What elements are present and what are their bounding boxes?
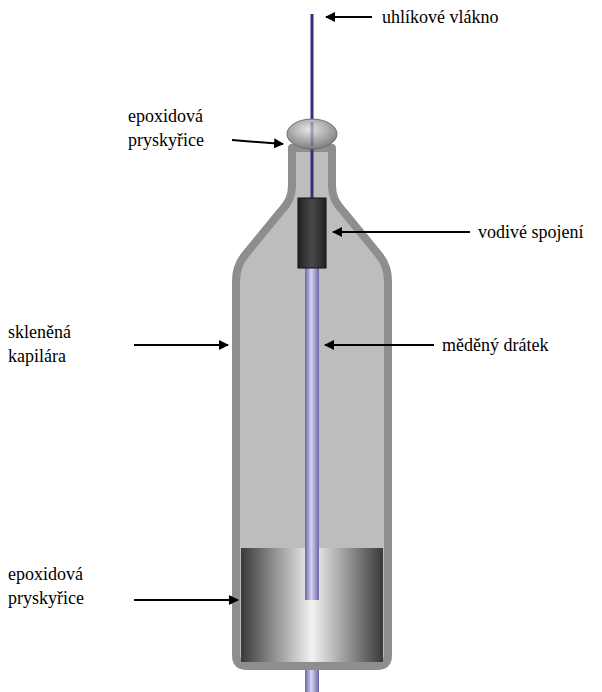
carbon-fiber: [311, 14, 314, 205]
leader-arrow: [333, 231, 470, 233]
part-label: skleněná kapilára: [8, 320, 128, 368]
part-label: epoxidová pryskyřice: [8, 562, 128, 610]
leader-arrow: [325, 344, 434, 346]
part-label: uhlíkové vlákno: [382, 5, 582, 29]
part-label: epoxidová pryskyřice: [128, 104, 228, 152]
fiber-through-bead: [311, 122, 314, 146]
leader-arrow: [326, 16, 372, 18]
conductive-joint: [298, 198, 326, 268]
glass-capillary: [236, 148, 388, 666]
leader-arrow: [232, 140, 283, 144]
epoxy-bead: [287, 119, 337, 149]
leader-arrow: [134, 599, 238, 601]
copper-wire: [305, 266, 319, 600]
part-label: vodivé spojení: [478, 220, 596, 244]
part-label: měděný drátek: [442, 333, 592, 357]
leader-lines: [134, 17, 470, 600]
leader-arrow: [134, 344, 228, 346]
